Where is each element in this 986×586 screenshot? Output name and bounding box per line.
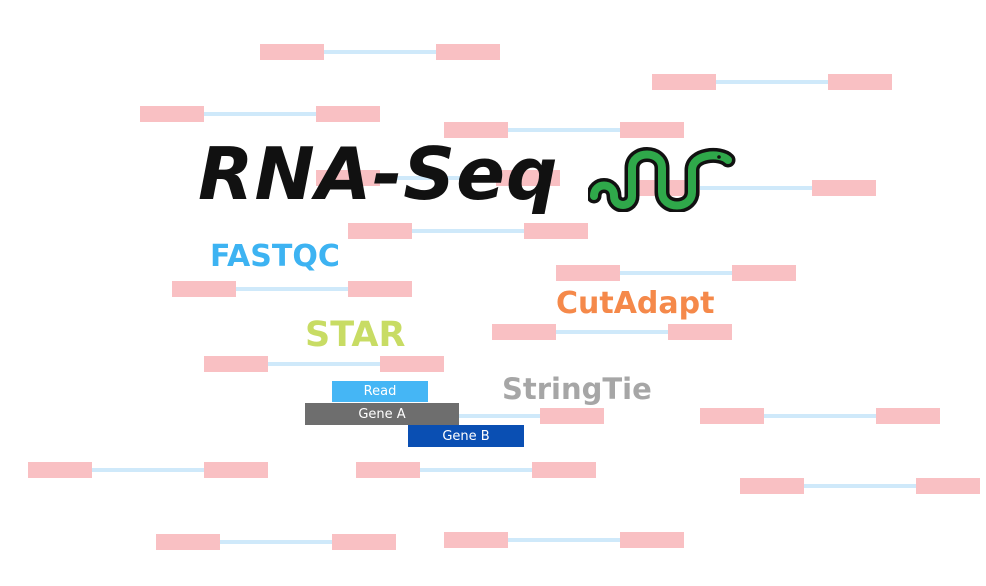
read-pair — [140, 106, 380, 122]
read-pair — [172, 281, 412, 297]
read-pair — [204, 356, 444, 372]
gene-a-bar: Gene A — [305, 403, 459, 425]
read-bar: Read — [332, 381, 428, 402]
read-pair — [636, 180, 876, 196]
read-pair — [652, 74, 892, 90]
read-pair — [444, 122, 684, 138]
cutadapt-label: CutAdapt — [556, 286, 715, 321]
read-pair — [28, 462, 268, 478]
read-pair — [348, 223, 588, 239]
read-pair — [740, 478, 980, 494]
stringtie-label: StringTie — [502, 372, 652, 406]
read-pair — [444, 532, 684, 548]
page-title: RNA-Seq — [198, 132, 559, 216]
read-pair — [260, 44, 500, 60]
star-label: STAR — [305, 315, 406, 355]
read-pair — [492, 324, 732, 340]
read-pair — [316, 170, 560, 186]
read-pair — [156, 534, 396, 550]
snake-icon — [588, 147, 736, 212]
fastqc-label: FASTQC — [210, 239, 340, 274]
read-pair — [356, 462, 596, 478]
read-pair — [700, 408, 940, 424]
read-pair — [556, 265, 796, 281]
gene-b-bar: Gene B — [408, 425, 524, 447]
